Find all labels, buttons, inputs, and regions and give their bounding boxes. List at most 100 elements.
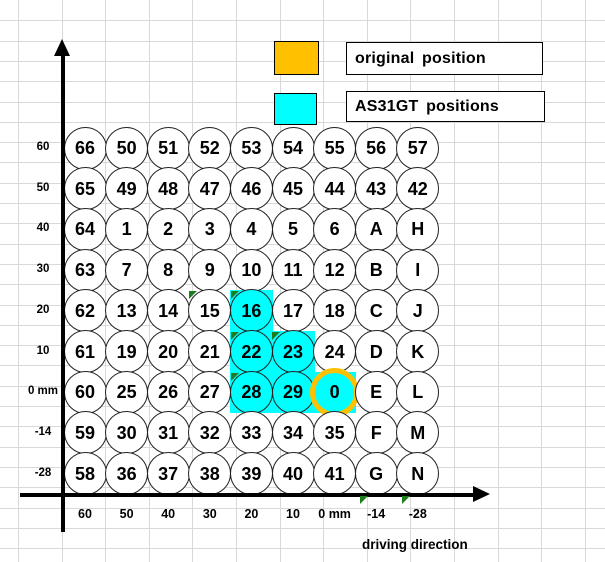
y-axis-arrowhead	[54, 39, 70, 56]
position-circle: 9	[188, 248, 232, 292]
position-circle: L	[396, 370, 440, 414]
grid-line-vertical	[497, 0, 499, 562]
x-tick-label: 50	[119, 507, 134, 521]
position-circle: 49	[105, 167, 149, 211]
position-circle: M	[396, 411, 440, 455]
y-tick-label: 20	[36, 303, 50, 316]
grid-line-horizontal	[0, 527, 605, 529]
position-circle: 34	[271, 411, 315, 455]
grid-line-horizontal	[0, 81, 605, 83]
y-tick-label: 30	[36, 263, 50, 276]
position-circle: 48	[146, 167, 190, 211]
position-circle: 2	[146, 207, 190, 251]
position-circle: E	[354, 370, 398, 414]
position-circle: D	[354, 330, 398, 373]
y-axis-line	[60, 54, 65, 532]
position-circle: 53	[229, 126, 273, 170]
comment-marker-icon	[401, 496, 410, 504]
x-tick-label: 20	[244, 507, 259, 521]
position-circle: 40	[271, 452, 315, 496]
position-circle: 6	[313, 207, 357, 251]
position-circle: 11	[271, 248, 315, 292]
grid-line-vertical	[18, 0, 19, 562]
position-circle: 57	[396, 126, 440, 170]
position-circle: 32	[188, 411, 232, 455]
position-circle: 7	[105, 248, 149, 292]
position-circle: 26	[146, 370, 190, 414]
y-tick-label: 40	[36, 222, 50, 235]
position-circle: 12	[313, 248, 357, 292]
position-circle: 29	[271, 370, 315, 414]
position-circle: 65	[63, 167, 107, 211]
position-circle: 10	[229, 248, 273, 292]
position-circle: 54	[271, 126, 315, 170]
comment-marker-icon	[230, 372, 239, 381]
x-axis-line	[20, 492, 475, 497]
position-circle: F	[354, 411, 398, 455]
position-circle: 5	[271, 207, 315, 251]
x-axis-title: driving direction	[362, 537, 468, 552]
x-tick-label: -28	[408, 507, 427, 521]
position-circle: 38	[188, 452, 232, 496]
position-circle: G	[354, 452, 398, 496]
position-circle: 66	[63, 126, 107, 170]
position-circle: 58	[63, 452, 107, 496]
grid-line-vertical	[105, 0, 107, 562]
comment-marker-icon	[230, 291, 239, 300]
position-circle: 21	[188, 330, 232, 373]
position-circle: 61	[63, 330, 107, 373]
grid-line-horizontal	[0, 20, 605, 22]
legend-label-original: original position	[346, 42, 543, 75]
y-tick-label: 0 mm	[27, 385, 59, 398]
x-tick-label: 40	[161, 507, 176, 521]
legend-label-as31gt-text: AS31GT positions	[355, 97, 499, 115]
y-tick-label: 60	[36, 141, 50, 153]
position-circle: 20	[146, 330, 190, 373]
position-circle: C	[354, 289, 398, 333]
y-tick-label: 50	[36, 181, 50, 194]
position-circle: 64	[63, 207, 107, 251]
y-tick-label: -14	[34, 425, 52, 438]
position-circle: 47	[188, 167, 232, 211]
position-circle: 19	[105, 330, 149, 373]
position-circle: 31	[146, 411, 190, 455]
x-tick-label: 0 mm	[318, 507, 351, 521]
position-circle: 3	[188, 207, 232, 251]
grid-line-vertical	[584, 0, 586, 562]
position-circle: 62	[63, 289, 107, 333]
position-circle: 42	[396, 167, 440, 211]
grid-line-vertical	[541, 0, 543, 562]
x-tick-label: 30	[202, 507, 217, 521]
position-circle: J	[396, 289, 440, 333]
position-circle: 51	[146, 126, 190, 170]
position-circle: 30	[105, 411, 149, 455]
position-circle: 37	[146, 452, 190, 496]
legend-swatch-original-color	[274, 41, 319, 75]
comment-marker-icon	[230, 332, 239, 341]
position-circle: 18	[313, 289, 357, 333]
position-circle: I	[396, 248, 440, 292]
position-circle: 33	[229, 411, 273, 455]
position-circle: 24	[313, 330, 357, 373]
position-circle: 13	[105, 289, 149, 333]
x-tick-label: 10	[286, 507, 300, 521]
legend-label-as31gt: AS31GT positions	[346, 91, 545, 122]
position-circle: 43	[354, 167, 398, 211]
position-circle: 46	[229, 167, 273, 211]
position-circle: 45	[271, 167, 315, 211]
position-circle: 39	[229, 452, 273, 496]
position-circle-original: 0	[310, 367, 360, 417]
position-circle: 52	[188, 126, 232, 170]
position-circle: 35	[313, 411, 357, 455]
x-tick-label: 60	[78, 507, 92, 521]
position-circle: B	[354, 248, 398, 292]
position-circle: 27	[188, 370, 232, 414]
comment-marker-icon	[360, 496, 369, 504]
grid-line-vertical	[454, 0, 455, 562]
position-circle: 36	[105, 452, 149, 496]
position-circle: 4	[229, 207, 273, 251]
position-circle: K	[396, 330, 440, 373]
position-circle: 1	[105, 207, 149, 251]
position-circle: 17	[271, 289, 315, 333]
